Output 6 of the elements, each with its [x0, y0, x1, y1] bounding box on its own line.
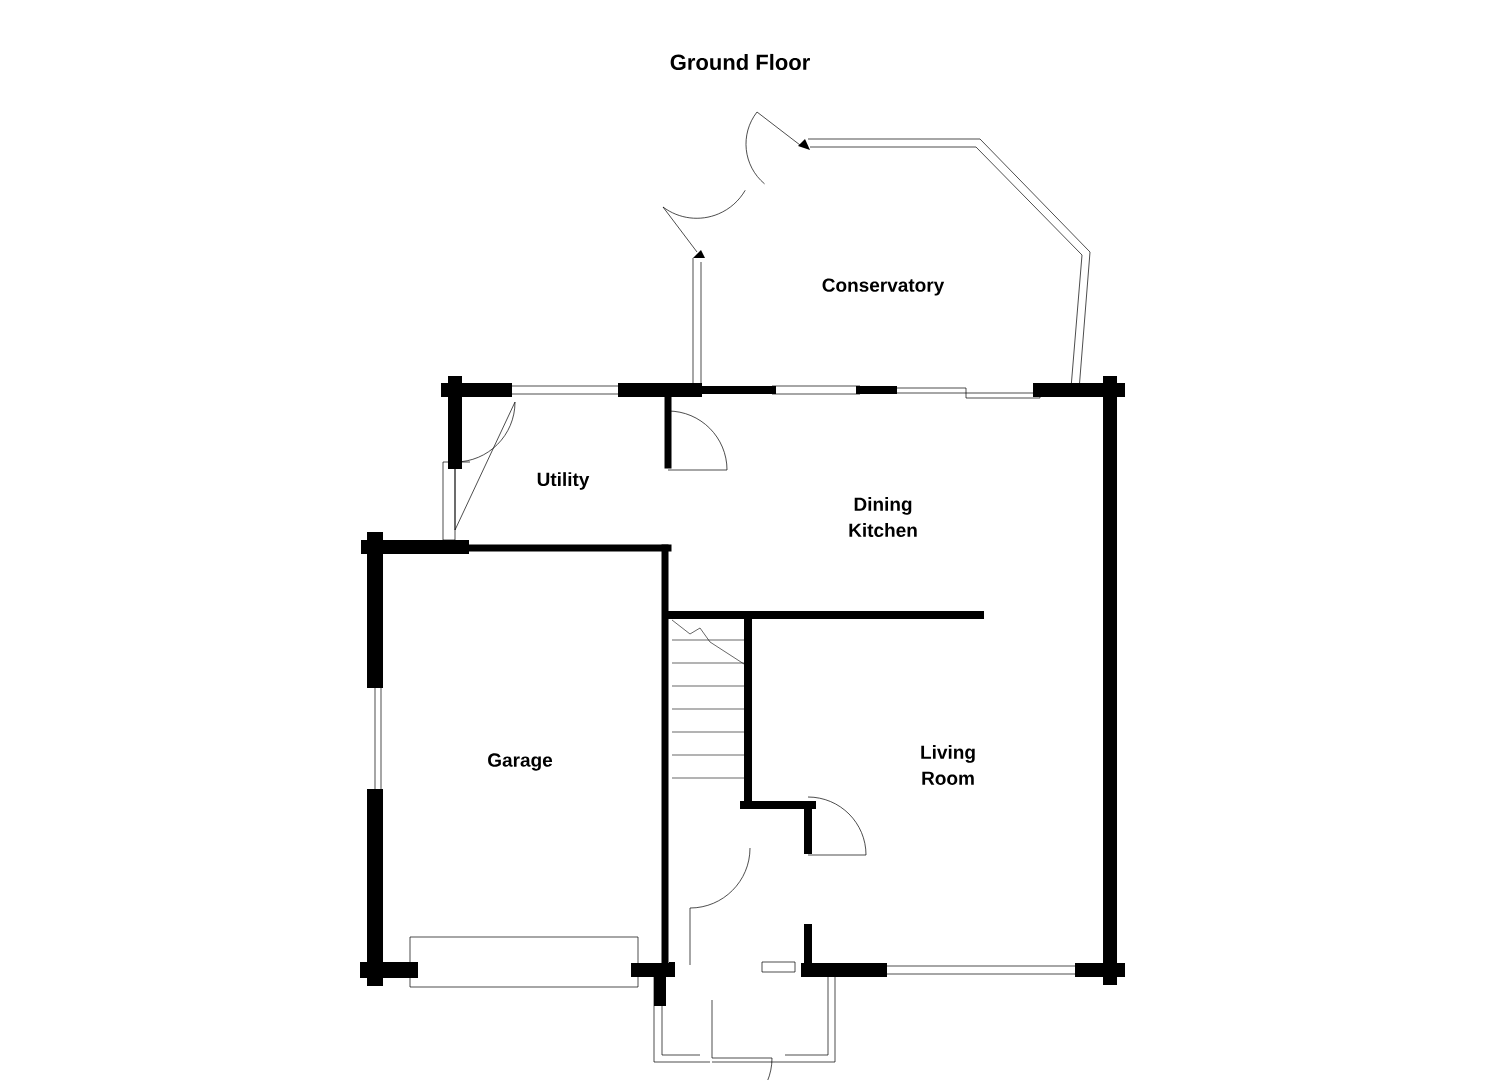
- room-label: Living Room: [921, 745, 975, 785]
- room-label: Conservatory: [822, 278, 945, 296]
- room-label: Utility: [537, 472, 590, 490]
- room-label: Garage: [488, 753, 553, 771]
- room-label: Dining Kitchen: [849, 497, 917, 537]
- title: Ground Floor: [670, 53, 810, 71]
